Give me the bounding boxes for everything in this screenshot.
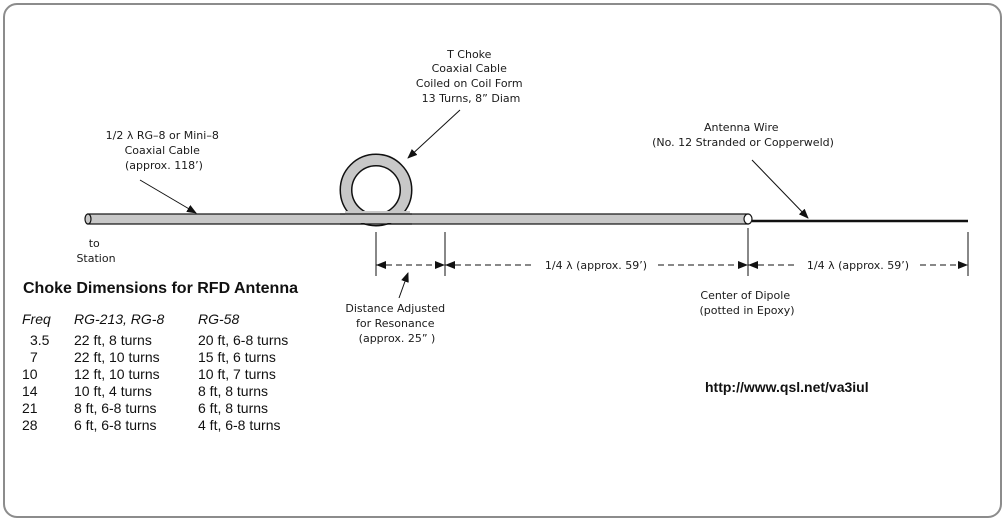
freq-cell: 3.5 — [30, 332, 50, 348]
freq-cell: 28 — [22, 417, 38, 433]
center-note: Center of Dipole (potted in Epoxy) — [699, 289, 794, 317]
distance-pointer-arrow — [398, 272, 409, 299]
freq-cell: 10 — [22, 366, 38, 382]
rg58-cell: 10 ft, 7 turns — [198, 366, 276, 382]
rg58-cell: 6 ft, 8 turns — [198, 400, 269, 416]
table-row: 14 10 ft, 4 turns 8 ft, 8 turns — [22, 383, 288, 400]
freq-cell: 14 — [22, 383, 38, 399]
distance-note: Distance Adjusted for Resonance (approx.… — [345, 302, 448, 345]
rg58-cell: 20 ft, 6-8 turns — [198, 332, 289, 348]
rg58-cell: 8 ft, 8 turns — [198, 383, 269, 399]
quarter-wave-label-1: 1/4 λ (approx. 59’) — [545, 259, 647, 272]
rg213-cell: 6 ft, 6-8 turns — [74, 417, 157, 433]
coax-note: 1/2 λ RG–8 or Mini–8 Coaxial Cable (appr… — [106, 129, 223, 172]
dimension-lines — [375, 228, 969, 276]
table-row: 10 12 ft, 10 turns 10 ft, 7 turns — [22, 366, 288, 383]
choke-note: T Choke Coaxial Cable Coiled on Coil For… — [416, 48, 526, 105]
table-row: 7 22 ft, 10 turns 15 ft, 6 turns — [22, 349, 288, 366]
rg213-cell: 8 ft, 6-8 turns — [74, 400, 157, 416]
rg213-cell: 12 ft, 10 turns — [74, 366, 160, 382]
wire-pointer-arrow — [751, 159, 809, 219]
rg213-cell: 22 ft, 8 turns — [74, 332, 152, 348]
rg58-cell: 15 ft, 6 turns — [198, 349, 276, 365]
rg58-cell: 4 ft, 6-8 turns — [198, 417, 281, 433]
quarter-wave-label-2: 1/4 λ (approx. 59’) — [807, 259, 909, 272]
table-header-row: Freq RG-213, RG-8 RG-58 — [22, 311, 288, 332]
coax-cable — [84, 213, 753, 225]
dimension-arrowheads — [376, 261, 968, 269]
freq-cell: 21 — [22, 400, 38, 416]
table-row: 21 8 ft, 6-8 turns 6 ft, 8 turns — [22, 400, 288, 417]
rg213-cell: 10 ft, 4 turns — [74, 383, 152, 399]
table-row: 28 6 ft, 6-8 turns 4 ft, 6-8 turns — [22, 417, 288, 434]
table-row: 3.5 22 ft, 8 turns 20 ft, 6-8 turns — [22, 332, 288, 349]
antenna-wire-note: Antenna Wire (No. 12 Stranded or Copperw… — [652, 121, 834, 149]
rg213-cell: 22 ft, 10 turns — [74, 349, 160, 365]
header-rg213: RG-213, RG-8 — [74, 311, 165, 327]
choke-coil — [339, 153, 413, 227]
diagram-frame — [3, 3, 1002, 518]
header-freq: Freq — [22, 311, 51, 327]
choke-table: Freq RG-213, RG-8 RG-58 3.5 22 ft, 8 tur… — [22, 311, 288, 434]
choke-pointer-arrow — [407, 109, 461, 159]
choke-table-title: Choke Dimensions for RFD Antenna — [23, 280, 298, 297]
station-note: to Station — [76, 237, 115, 265]
header-rg58: RG-58 — [198, 311, 240, 327]
coax-pointer-arrow — [139, 179, 197, 214]
freq-cell: 7 — [30, 349, 38, 365]
source-url: http://www.qsl.net/va3iul — [705, 379, 869, 395]
